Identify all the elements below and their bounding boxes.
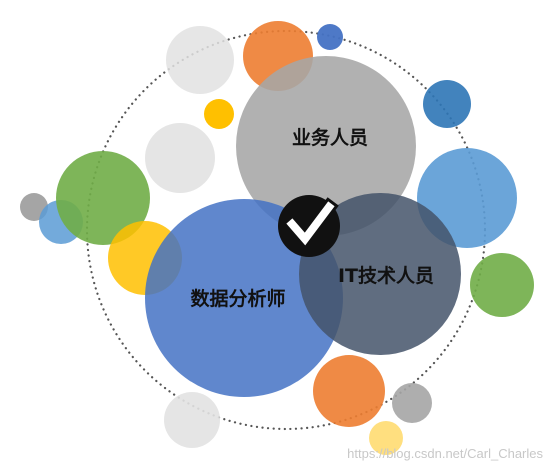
bubble-dark-blue-right [423,80,471,128]
bubble-gray-bottom-right [392,383,432,423]
bubble-light-gray-left [145,123,215,193]
bubble-yellow-small-top [204,99,234,129]
circle-it [299,193,461,355]
label-analyst: 数据分析师 [190,287,285,310]
bubble-blue-small-top [317,24,343,50]
label-business: 业务人员 [292,126,368,149]
bubble-yellow-bottom [369,421,403,455]
bubble-green-right [470,253,534,317]
checkmark-icon [278,195,340,257]
bubble-green-left [56,151,150,245]
circle-business [236,56,416,236]
bubble-light-gray-bottom [164,392,220,448]
label-it: IT技术人员 [338,264,434,287]
bubble-light-gray-top [166,26,234,94]
watermark-text: https://blog.csdn.net/Carl_Charles [347,446,543,461]
bubble-orange-bottom [313,355,385,427]
